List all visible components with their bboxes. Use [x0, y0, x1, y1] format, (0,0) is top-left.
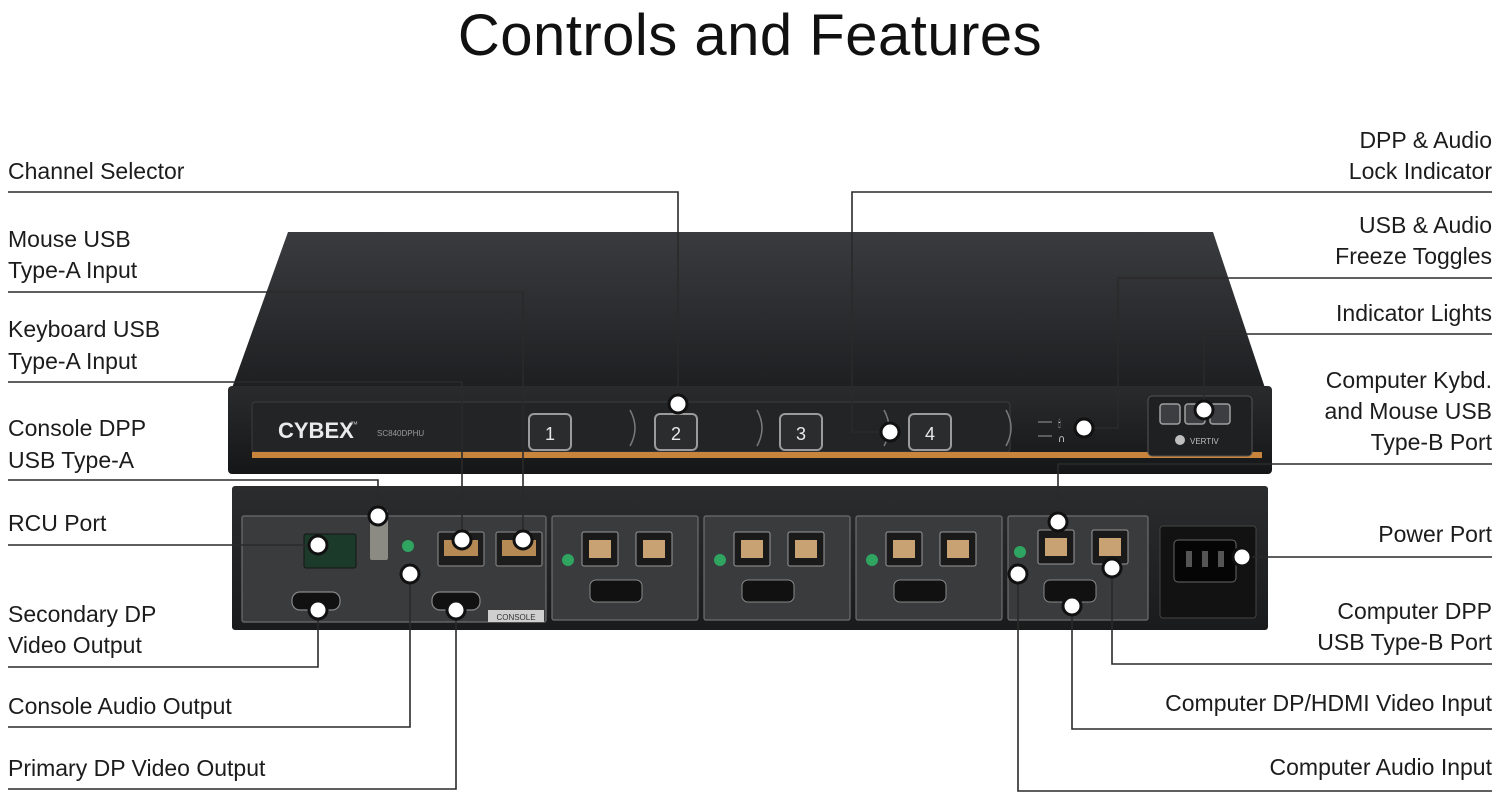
svg-text:CONSOLE: CONSOLE: [496, 613, 535, 622]
svg-text:1: 1: [545, 424, 555, 444]
label-freeze-toggles-line2: Freeze Toggles: [1335, 243, 1492, 269]
label-dpp-lock-line1: DPP & Audio: [1359, 127, 1492, 153]
label-kybd-mouse-line3: Type-B Port: [1370, 429, 1492, 455]
vendor-badge-icon: [1175, 435, 1185, 445]
label-secondary-dp-line2: Video Output: [8, 632, 142, 658]
computer-panel-3: [703, 515, 851, 621]
svg-text:3: 3: [796, 424, 806, 444]
label-mouse-usb-line2: Type-A Input: [8, 257, 138, 283]
label-keyboard-usb-line2: Type-A Input: [8, 348, 138, 374]
page-title: Controls and Features: [457, 3, 1043, 68]
label-kybd-mouse-line2: and Mouse USB: [1324, 398, 1492, 424]
label-power-port: Power Port: [1378, 521, 1492, 547]
label-indicator-lights: Indicator Lights: [1336, 300, 1492, 326]
label-computer-dpp-line1: Computer DPP: [1337, 598, 1492, 624]
channel-button-2[interactable]: 2: [654, 413, 698, 451]
callout-markers: [307, 393, 1253, 621]
computer-panel-1: [1007, 515, 1149, 621]
label-computer-dpp-line2: USB Type-B Port: [1317, 629, 1492, 655]
svg-text:4: 4: [925, 424, 935, 444]
power-inlet: [1159, 525, 1257, 619]
channel-separators: [629, 409, 1012, 447]
label-console-audio-output: Console Audio Output: [8, 693, 232, 719]
brand-trademark: ™: [350, 420, 358, 429]
channel-button-1[interactable]: 1: [528, 413, 572, 451]
channel-button-3[interactable]: 3: [779, 413, 823, 451]
computer-panel-2: [855, 515, 1003, 621]
label-console-dpp-line2: USB Type-A: [8, 447, 135, 473]
freeze-toggle-audio-icon[interactable]: ∩: [1058, 434, 1065, 445]
front-unit-top: [232, 232, 1265, 388]
label-keyboard-usb-line1: Keyboard USB: [8, 316, 161, 342]
brand-logo: CYBEX: [278, 418, 354, 443]
orange-accent-strip: [252, 452, 1262, 458]
label-rcu-port: RCU Port: [8, 510, 107, 536]
console-panel: CONSOLE: [241, 510, 547, 623]
label-console-dpp-line1: Console DPP: [8, 415, 147, 441]
label-freeze-toggles-line1: USB & Audio: [1359, 212, 1492, 238]
lock-indicator-icons: [1038, 421, 1052, 437]
label-mouse-usb-line1: Mouse USB: [8, 226, 131, 252]
vendor-name: VERTIV: [1190, 437, 1219, 446]
callout-lines: [8, 191, 1492, 792]
label-kybd-mouse-line1: Computer Kybd.: [1325, 367, 1492, 393]
label-primary-dp-video-output: Primary DP Video Output: [8, 755, 266, 781]
label-computer-audio-input: Computer Audio Input: [1269, 754, 1492, 780]
computer-panel-4: [551, 515, 699, 621]
svg-text:2: 2: [671, 424, 681, 444]
label-secondary-dp-line1: Secondary DP: [8, 601, 157, 627]
label-dpp-lock-line2: Lock Indicator: [1348, 158, 1492, 184]
model-number: SC840DPHU: [377, 429, 424, 438]
freeze-toggle-usb-icon[interactable]: 🕯: [1058, 417, 1061, 430]
label-channel-selector: Channel Selector: [8, 158, 185, 184]
channel-button-4[interactable]: 4: [908, 413, 952, 451]
label-computer-video-input: Computer DP/HDMI Video Input: [1165, 690, 1492, 716]
